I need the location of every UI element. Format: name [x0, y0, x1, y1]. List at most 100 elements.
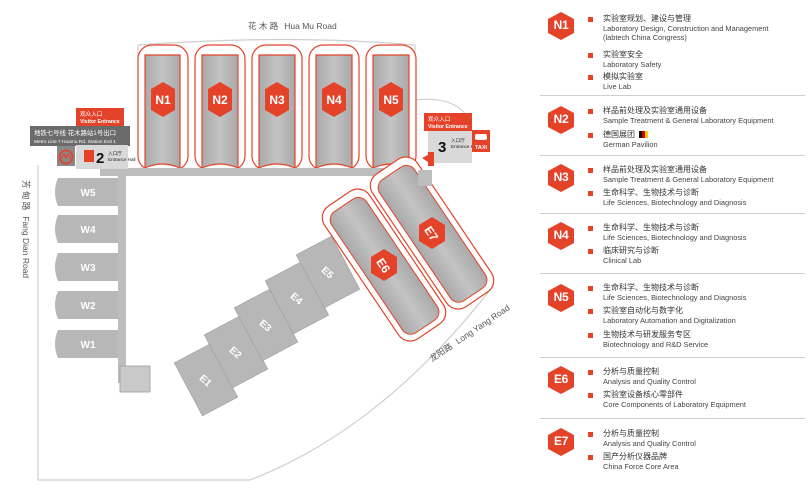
svg-text:入口厅: 入口厅	[451, 138, 465, 144]
hall-label-n3: N3	[269, 93, 285, 107]
legend-item: N2 样品前处理及实验室通用设备 Sample Treatment & Gene…	[540, 100, 802, 155]
legend-item: E7 分析与质量控制 Analysis and Quality Control …	[540, 424, 802, 479]
hall-w-block[interactable]: W2	[55, 291, 118, 319]
bullet-icon	[588, 109, 593, 114]
hall-e-block[interactable]: E5	[295, 235, 361, 309]
hall-label-w1: W1	[81, 340, 96, 351]
entrance-3[interactable]: 观众入口 Visitor Entrance 3 入口厅 Entrance Hal…	[422, 113, 479, 166]
legend-item: N5 生命科学、生物技术与诊断 Life Sciences, Biotechno…	[540, 278, 802, 358]
hall-label-w3: W3	[81, 263, 96, 274]
legend-entry: 样品前处理及实验室通用设备 Sample Treatment & General…	[588, 165, 800, 185]
svg-text:芳 甸 路Fang Dian Road: 芳 甸 路Fang Dian Road	[21, 180, 31, 278]
svg-text:Visitor Entrance: Visitor Entrance	[80, 119, 120, 125]
metro-exit[interactable]: 地铁七号线 花木路站1号出口 Metro Line 7 Huamu Rd. St…	[30, 126, 130, 166]
legend-entry: 生物技术与研发服务专区 Biotechnology and R&D Servic…	[588, 330, 800, 350]
hall-n-block[interactable]: N5	[365, 44, 417, 171]
legend-item: N1 实验室规划、建设与管理 Laboratory Design, Constr…	[540, 6, 802, 91]
legend-entry: 生命科学、生物技术与诊断 Life Sciences, Biotechnolog…	[588, 223, 800, 243]
bullet-icon	[588, 53, 593, 58]
legend-entry: 分析与质量控制 Analysis and Quality Control	[588, 367, 800, 387]
hall-badge: N3	[548, 164, 574, 192]
bullet-icon	[588, 393, 593, 398]
bullet-icon	[588, 432, 593, 437]
hall-badge: N5	[548, 284, 574, 312]
hall-badge: E7	[548, 428, 574, 456]
entrance-arrow-icon	[422, 152, 434, 166]
hall-badge: N1	[548, 12, 574, 40]
bullet-icon	[588, 286, 593, 291]
legend-entry: 模拟实验室 Live Lab	[588, 72, 800, 92]
svg-text:Visitor Entrance: Visitor Entrance	[428, 124, 468, 130]
hall-n-block[interactable]: N1	[137, 44, 189, 171]
legend-entry: 生命科学、生物技术与诊断 Life Sciences, Biotechnolog…	[588, 283, 800, 303]
hall-label-w2: W2	[81, 301, 96, 312]
bullet-icon	[588, 191, 593, 196]
hall-e6-block[interactable]: E6	[317, 184, 451, 347]
bullet-icon	[588, 75, 593, 80]
svg-text:TAXI: TAXI	[475, 145, 488, 151]
connector	[418, 170, 432, 186]
bullet-icon	[588, 133, 593, 138]
outbuilding	[119, 365, 151, 393]
bullet-icon	[588, 309, 593, 314]
bullet-icon	[588, 455, 593, 460]
hall-w-block[interactable]: W3	[55, 253, 118, 281]
hall-n-block[interactable]: N3	[251, 44, 303, 171]
hall-label-e6: E6	[373, 256, 393, 276]
legend-item: E6 分析与质量控制 Analysis and Quality Control …	[540, 362, 802, 417]
legend-entry: 实验室设备核心零部件 Core Components of Laboratory…	[588, 390, 800, 410]
hall-label-n5: N5	[383, 93, 399, 107]
north-halls: N1 N2 N3 N4 N5	[137, 44, 417, 171]
hall-label-n4: N4	[326, 93, 342, 107]
divider	[540, 357, 805, 358]
legend-entry: 分析与质量控制 Analysis and Quality Control	[588, 429, 800, 449]
legend-entry: 国产分析仪器品牌 China Force Core Area	[588, 452, 800, 472]
hall-n-block[interactable]: N2	[194, 44, 246, 171]
svg-text:入口厅: 入口厅	[108, 151, 122, 157]
svg-text:Entrance Hall: Entrance Hall	[451, 144, 479, 149]
legend-entry: 德国展团 German Pavilion	[588, 130, 800, 150]
divider	[540, 213, 805, 214]
hall-label-e7: E7	[421, 224, 441, 244]
east-small-halls: E1 E2 E3 E4 E5	[173, 235, 361, 417]
hall-label-n1: N1	[155, 93, 171, 107]
hall-w-block[interactable]: W5	[55, 178, 118, 206]
divider	[540, 418, 805, 419]
hall-label-n2: N2	[212, 93, 228, 107]
hall-e-block[interactable]: E3	[233, 288, 299, 362]
germany-flag-icon	[639, 131, 648, 138]
hall-badge: N4	[548, 222, 574, 250]
taxi-stand[interactable]: TAXI	[472, 130, 490, 152]
entrance-2[interactable]: 观众入口 Visitor Entrance 2 入口厅 Entrance Hal…	[76, 108, 136, 169]
hall-n-block[interactable]: N4	[308, 44, 360, 171]
taxi-icon	[475, 134, 487, 143]
hall-label-w4: W4	[81, 225, 96, 236]
svg-text:观众入口: 观众入口	[80, 111, 102, 118]
hall-badge: N2	[548, 106, 574, 134]
bullet-icon	[588, 370, 593, 375]
hall-w-block[interactable]: W1	[55, 330, 118, 358]
svg-text:Entrance Hall: Entrance Hall	[108, 157, 136, 162]
bullet-icon	[588, 168, 593, 173]
bullet-icon	[588, 249, 593, 254]
entrance-2-number: 2	[96, 150, 104, 167]
hall-badge: E6	[548, 366, 574, 394]
divider	[540, 95, 805, 96]
legend-item: N3 样品前处理及实验室通用设备 Sample Treatment & Gene…	[540, 160, 802, 215]
venue-map: N1 N2 N3 N4 N5	[21, 21, 512, 481]
legend-entry: 实验室自动化与数字化 Laboratory Automation and Dig…	[588, 306, 800, 326]
legend: N1 实验室规划、建设与管理 Laboratory Design, Constr…	[540, 0, 805, 499]
bullet-icon	[588, 333, 593, 338]
hall-e-block[interactable]: E2	[203, 315, 269, 389]
legend-item: N4 生命科学、生物技术与诊断 Life Sciences, Biotechno…	[540, 218, 802, 273]
bullet-icon	[588, 17, 593, 22]
legend-entry: 生命科学、生物技术与诊断 Life Sciences, Biotechnolog…	[588, 188, 800, 208]
corridor	[118, 168, 126, 383]
hall-w-block[interactable]: W4	[55, 215, 118, 243]
legend-entry: 实验室规划、建设与管理 Laboratory Design, Construct…	[588, 14, 800, 46]
svg-text:观众入口: 观众入口	[428, 116, 450, 123]
svg-text:Metro Line 7 Huamu Rd. Statio: Metro Line 7 Huamu Rd. Station Exit 1	[34, 139, 116, 145]
hall-e7-block[interactable]: E7	[365, 152, 499, 315]
bullet-icon	[588, 226, 593, 231]
